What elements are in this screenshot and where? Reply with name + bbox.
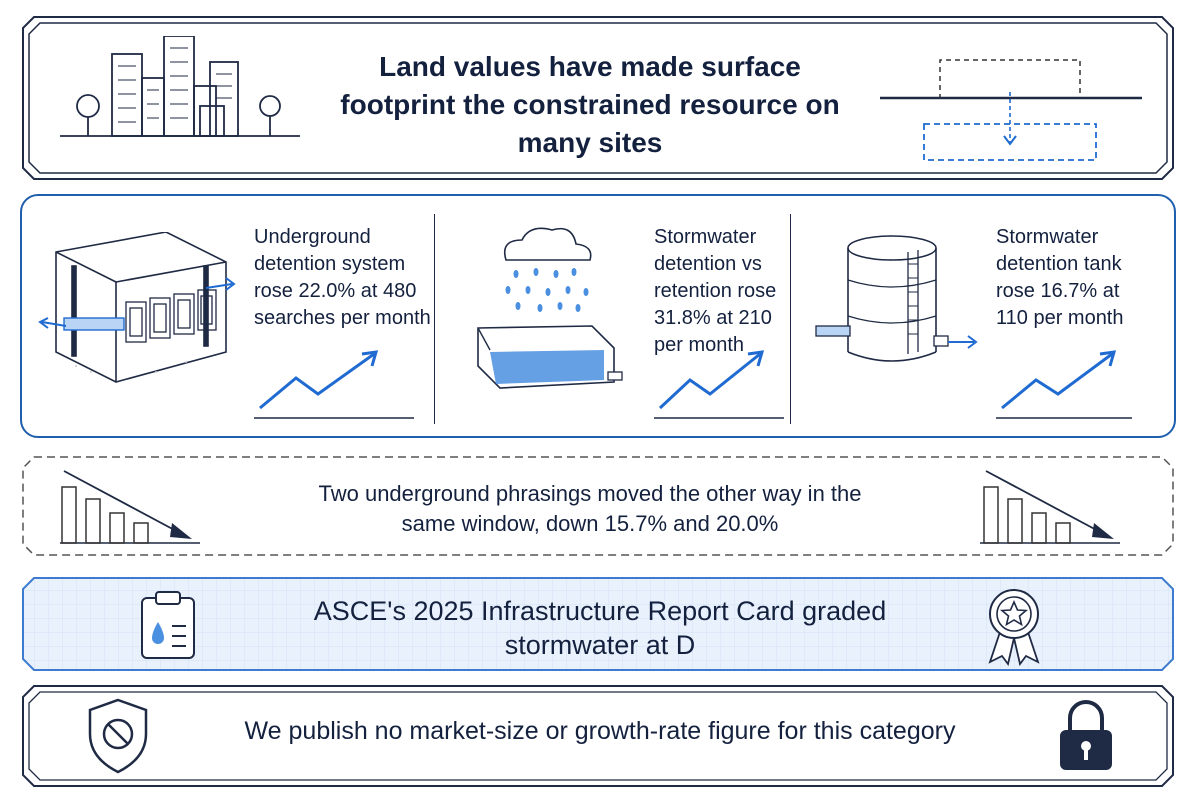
trend-up-icon	[254, 346, 414, 431]
headline-panel: Land values have made surface footprint …	[20, 14, 1176, 182]
grid-frame	[22, 577, 1174, 671]
prohibited-shield-icon	[86, 698, 150, 779]
stat-card-1: Underground detention system rose 22.0% …	[22, 196, 435, 436]
report-card-text: ASCE's 2025 Infrastructure Report Card g…	[313, 596, 887, 660]
trend-up-icon	[654, 346, 784, 431]
dashed-frame	[22, 456, 1174, 556]
trend-up-icon	[996, 346, 1136, 431]
card-divider	[790, 214, 791, 424]
disclaimer-text: We publish no market-size or growth-rate…	[244, 717, 956, 745]
report-card-panel: ASCE's 2025 Infrastructure Report Card g…	[20, 576, 1176, 672]
stat-card-2: Stormwater detention vs retention rose 3…	[436, 196, 791, 436]
stat-text-3: Stormwater detention tank rose 16.7% at …	[996, 226, 1124, 329]
underground-footprint-icon	[880, 52, 1150, 167]
detention-tank-icon	[802, 222, 982, 387]
award-ribbon-icon	[982, 586, 1046, 671]
clipboard-water-icon	[138, 590, 198, 665]
headline-text: Land values have made surface footprint …	[340, 51, 840, 158]
stat-text-1: Underground detention system rose 22.0% …	[254, 226, 431, 329]
stat-card-3: Stormwater detention tank rose 16.7% at …	[792, 196, 1174, 436]
disclaimer-panel: We publish no market-size or growth-rate…	[20, 684, 1176, 788]
padlock-icon	[1056, 698, 1116, 779]
card-divider	[434, 214, 435, 424]
rain-basin-icon	[456, 222, 626, 407]
city-skyline-icon	[60, 35, 310, 151]
decline-text: Two underground phrasings moved the othe…	[318, 481, 862, 536]
underground-vault-icon	[36, 231, 236, 397]
declining-bars-icon	[60, 467, 210, 552]
hexagon-frame	[22, 685, 1174, 787]
stat-text-2: Stormwater detention vs retention rose 3…	[654, 226, 777, 356]
hexagon-frame	[22, 16, 1174, 180]
declining-bars-icon	[980, 467, 1130, 552]
stats-panel: Underground detention system rose 22.0% …	[20, 194, 1176, 438]
decline-panel: Two underground phrasings moved the othe…	[20, 455, 1176, 557]
